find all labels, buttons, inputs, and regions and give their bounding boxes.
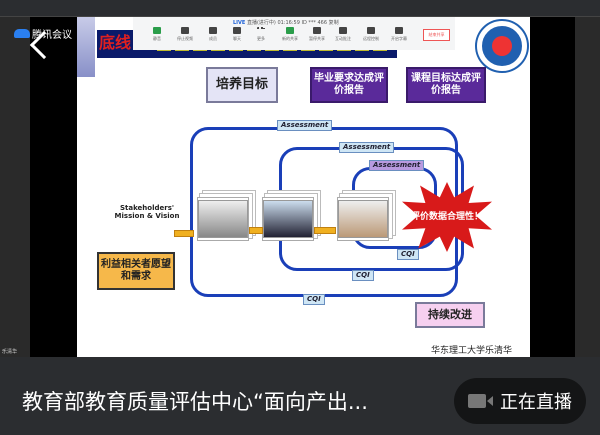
shared-slide: 底线 培养目标 毕业要求达成评价报告 课程目标达成评价报告 Assessment… bbox=[77, 17, 530, 357]
photo-meeting bbox=[197, 197, 249, 241]
continuous-improvement-box: 持续改进 bbox=[415, 302, 485, 328]
assessment-label: Assessment bbox=[369, 160, 425, 171]
stakeholders-label: Stakeholders' Mission & Vision bbox=[114, 204, 180, 220]
university-seal-logo bbox=[477, 21, 527, 71]
cqi-label: CQI bbox=[303, 294, 325, 305]
chat-button[interactable]: 聊天 bbox=[225, 27, 249, 42]
grad-req-box: 毕业要求达成评价报告 bbox=[310, 67, 388, 103]
end-share-button[interactable]: 结束共享 bbox=[423, 29, 450, 41]
new-share-button[interactable]: 新的共享 bbox=[278, 27, 302, 42]
top-status-bar bbox=[0, 0, 600, 17]
mute-button[interactable]: 静音 bbox=[145, 27, 169, 42]
members-button[interactable]: 成员 bbox=[201, 27, 225, 42]
live-button[interactable]: 正在直播 bbox=[454, 378, 586, 424]
slide-decoration bbox=[77, 17, 95, 77]
live-button-label: 正在直播 bbox=[500, 392, 572, 413]
captions-icon bbox=[395, 27, 403, 34]
pause-share-button[interactable]: 暂停共享 bbox=[305, 27, 329, 42]
tencent-meeting-logo-icon bbox=[14, 29, 30, 38]
course-goal-box: 课程目标达成评价报告 bbox=[406, 67, 486, 103]
pause-icon bbox=[313, 27, 321, 34]
arrow-left bbox=[174, 230, 194, 237]
meeting-toolbar: LIVE 直播(进行中) 01:16:59 ID *** 466 复制 静音 停… bbox=[133, 17, 455, 50]
camera-icon bbox=[181, 27, 189, 34]
goal-box: 培养目标 bbox=[206, 67, 278, 103]
arrow-left bbox=[249, 227, 263, 234]
chat-icon bbox=[233, 27, 241, 34]
cqi-label: CQI bbox=[352, 270, 374, 281]
video-camera-icon bbox=[468, 394, 493, 408]
remote-control-button[interactable]: 远程控制 bbox=[359, 27, 383, 42]
copy-button[interactable]: 复制 bbox=[328, 20, 339, 26]
more-button[interactable]: 更多 bbox=[249, 27, 273, 42]
remote-icon bbox=[367, 27, 375, 34]
photo-students bbox=[337, 197, 389, 241]
video-button[interactable]: 停止视频 bbox=[173, 27, 197, 42]
arrow-left bbox=[314, 227, 336, 234]
assessment-label: Assessment bbox=[339, 142, 395, 153]
person-icon bbox=[209, 27, 217, 34]
screen-icon bbox=[286, 27, 294, 34]
more-icon bbox=[257, 27, 265, 34]
author-signature: 华东理工大学乐清华 bbox=[430, 346, 512, 356]
speaker-name: 乐清华 bbox=[2, 349, 18, 355]
live-status: LIVE 直播(进行中) 01:16:59 ID *** 466 复制 bbox=[233, 20, 339, 26]
stream-title: 教育部教育质量评估中心“面向产出... bbox=[22, 390, 368, 414]
annotate-button[interactable]: 互动批注 bbox=[331, 27, 355, 42]
slide-title-prefix: 底线 bbox=[99, 33, 132, 52]
left-panel bbox=[0, 17, 30, 357]
cqi-label: CQI bbox=[397, 249, 419, 260]
captions-button[interactable]: 开启字幕 bbox=[387, 27, 411, 42]
app-name: 腾讯会议 bbox=[32, 30, 72, 41]
assessment-label: Assessment bbox=[277, 120, 333, 131]
right-panel bbox=[575, 17, 600, 357]
photo-graduation bbox=[262, 197, 314, 241]
pen-icon bbox=[339, 27, 347, 34]
stakeholder-needs-box: 利益相关者愿望和需求 bbox=[97, 252, 175, 290]
microphone-icon bbox=[153, 27, 161, 34]
app-brand: 腾讯会议 bbox=[14, 26, 72, 41]
